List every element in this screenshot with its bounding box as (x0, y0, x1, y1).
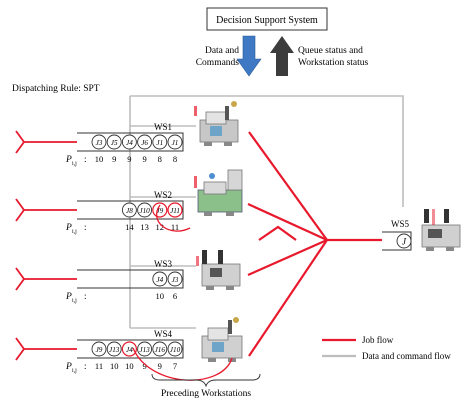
p-sub-ws4: i,j (72, 368, 77, 374)
job-ws3-0 (152, 271, 168, 287)
time-ws4-3: 9 (142, 361, 146, 371)
input-arrows (15, 130, 77, 361)
job-ws1-4 (152, 134, 168, 150)
p-label-ws2: P (65, 223, 72, 233)
time-ws4-4: 9 (158, 361, 162, 371)
time-ws1-2: 9 (127, 154, 131, 164)
job-label-ws4-2: J4 (126, 346, 133, 354)
queue-ws3 (77, 269, 184, 289)
p-sub-ws3: i,j (72, 298, 77, 304)
queue-status-up-arrow (270, 36, 294, 76)
p-colon-ws4: : (84, 361, 87, 371)
machine-ws2-icon (194, 169, 243, 216)
time-ws1-3: 9 (142, 154, 146, 164)
preceding-bracket (151, 373, 261, 388)
job-ws1-5 (167, 134, 183, 150)
job-label-ws3-0: J4 (156, 276, 163, 284)
preceding-label: Preceding Workstations (161, 389, 251, 399)
job-label-ws2-2: J9 (156, 207, 163, 215)
job-ws4-5 (167, 341, 183, 357)
p-sub-ws1: i,j (72, 161, 77, 167)
time-ws4-0: 11 (95, 361, 103, 371)
dispatching-rule: Dispatching Rule: SPT (12, 84, 100, 94)
job-ws3-1 (167, 271, 183, 287)
p-colon-ws1: : (84, 154, 87, 164)
p-colon-ws2: : (84, 222, 87, 232)
machine-ws4-icon (201, 317, 243, 362)
job-ws4-0 (91, 341, 107, 357)
preceding-curve (155, 204, 191, 232)
time-ws4-2: 10 (125, 361, 134, 371)
time-ws1-1: 9 (112, 154, 116, 164)
job-label-ws1-3: J6 (141, 139, 148, 147)
job-ws2-0 (121, 202, 137, 218)
time-ws2-1: 13 (140, 222, 149, 232)
ws5-label: WS5 (391, 219, 410, 229)
ws5-job: J (402, 237, 407, 247)
queue-ws2 (77, 200, 184, 220)
time-ws3-1: 6 (173, 291, 177, 301)
time-ws2-0: 14 (125, 222, 134, 232)
time-ws4-5: 7 (173, 361, 177, 371)
job-label-ws4-3: J13 (139, 346, 150, 354)
time-ws4-1: 10 (110, 361, 119, 371)
label-ws3: WS3 (154, 259, 173, 269)
p-label-ws3: P (65, 292, 72, 302)
p-label-ws4: P (65, 362, 72, 372)
machine-ws5-icon (421, 209, 461, 251)
job-label-ws4-0: J9 (96, 346, 103, 354)
ws5-queue: J WS5 (382, 219, 412, 251)
job-label-ws3-1: J3 (172, 276, 179, 284)
label-ws2: WS2 (154, 190, 172, 200)
job-ws1-0 (91, 134, 107, 150)
up-label-line2: Workstation status (298, 58, 369, 68)
queue-ws1 (77, 132, 184, 152)
job-ws4-4 (152, 341, 168, 357)
job-label-ws4-4: J16 (155, 346, 166, 354)
job-label-ws2-1: J10 (139, 207, 150, 215)
p-sub-ws2: i,j (72, 229, 77, 235)
p-colon-ws3: : (84, 291, 87, 301)
machine-ws3-icon (196, 250, 241, 290)
legend-job-flow-label: Job flow (362, 335, 394, 345)
up-label-line1: Queue status and (298, 46, 363, 56)
job-label-ws1-5: J1 (172, 139, 179, 147)
time-ws1-0: 10 (95, 154, 104, 164)
data-commands-down-arrow (236, 35, 262, 77)
dss-box (206, 7, 328, 31)
time-ws1-4: 8 (158, 154, 162, 164)
job-label-ws4-1: J13 (109, 346, 120, 354)
job-label-ws2-0: J8 (126, 207, 133, 215)
job-label-ws1-2: J4 (126, 139, 133, 147)
p-label-ws1: P (65, 155, 72, 165)
down-label-line1: Data and (205, 46, 239, 56)
label-ws1: WS1 (154, 122, 172, 132)
job-ws2-1 (137, 202, 153, 218)
job-label-ws1-0: J3 (96, 139, 103, 147)
job-ws4-2 (121, 341, 137, 357)
time-ws1-5: 8 (173, 154, 177, 164)
job-ws2-3 (167, 202, 183, 218)
down-label-line2: Commands (196, 58, 240, 68)
job-label-ws4-5: J10 (170, 346, 181, 354)
queue-ws4 (77, 339, 184, 359)
job-ws1-1 (106, 134, 122, 150)
job-ws4-3 (137, 341, 153, 357)
dss-title: Decision Support System (216, 15, 318, 26)
label-ws4: WS4 (154, 329, 173, 339)
job-flow-lines (247, 131, 382, 357)
time-ws2-2: 12 (156, 222, 165, 232)
legend-data-flow-label: Data and command flow (362, 351, 451, 361)
job-label-ws2-3: J11 (170, 207, 180, 215)
job-label-ws1-4: J1 (156, 139, 163, 147)
time-ws2-3: 11 (171, 222, 179, 232)
machine-ws1-icon (194, 101, 239, 146)
time-ws3-0: 10 (156, 291, 165, 301)
job-ws1-3 (137, 134, 153, 150)
job-label-ws1-1: J5 (111, 139, 118, 147)
job-ws4-1 (106, 341, 122, 357)
job-ws1-2 (121, 134, 137, 150)
